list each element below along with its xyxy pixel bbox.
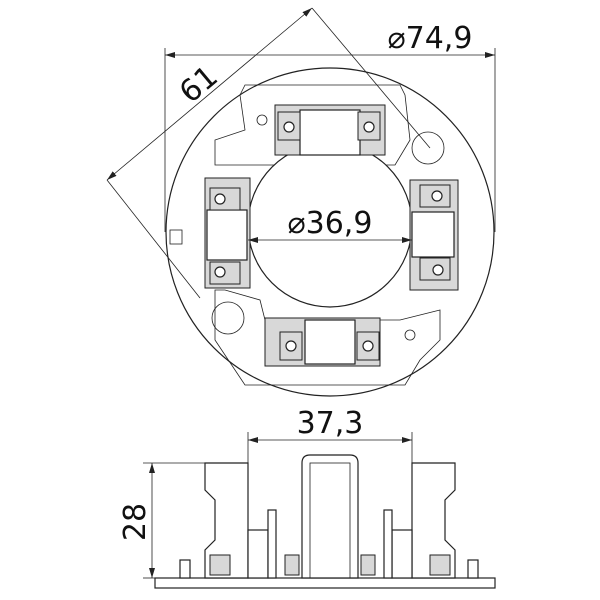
bottom-plate-cutout [214, 289, 441, 386]
brush-holder-bottom [264, 317, 381, 367]
diagonal-label: 61 [173, 59, 225, 110]
base-plate [154, 577, 496, 589]
dimension-height: 28 [118, 462, 205, 579]
notch-bottom [404, 329, 416, 341]
dimension-inner-diameter: ⌀36,9 [248, 206, 412, 243]
center-holder-side [301, 454, 359, 579]
side-view [154, 454, 496, 589]
side-width-label: 37,3 [297, 406, 364, 441]
outer-diameter-label: ⌀74,9 [388, 21, 473, 56]
mount-hole-left [211, 301, 245, 335]
mount-hole-right [411, 131, 445, 165]
inner-diameter-label: ⌀36,9 [288, 206, 373, 241]
brush-holder-right [409, 179, 459, 291]
left-holder-side [204, 462, 249, 579]
brush-holder-top [274, 104, 386, 156]
dimension-side-width: 37,3 [247, 406, 413, 463]
brush-holder-left [204, 177, 251, 289]
right-holder-side [411, 462, 456, 579]
tab-left [169, 229, 183, 245]
height-label: 28 [118, 503, 153, 541]
